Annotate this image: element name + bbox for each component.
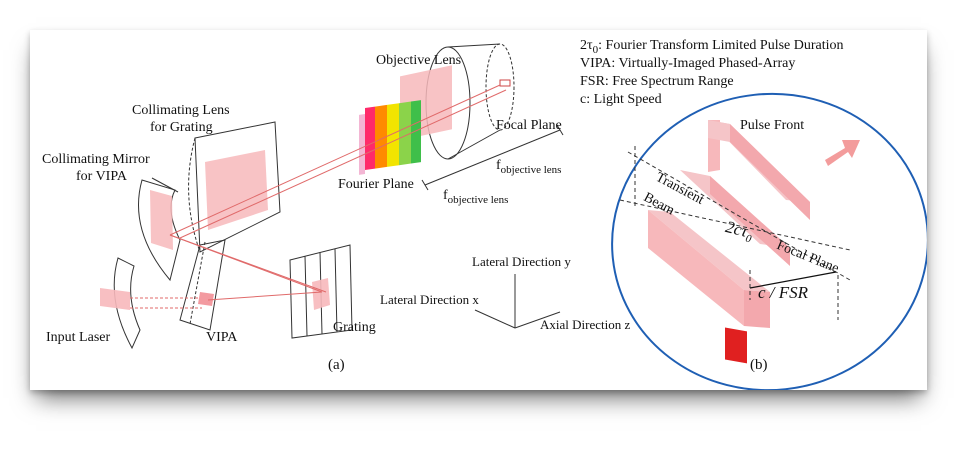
- grating-spot: [312, 278, 330, 310]
- pulse-front-slab: [708, 120, 810, 220]
- grating-label: Grating: [333, 320, 376, 335]
- vipa-plate: [179, 239, 226, 331]
- fourier-plane: [359, 100, 421, 175]
- collimating-lens-label-1: Collimating Lens: [132, 103, 230, 118]
- dimension-lines: [421, 124, 564, 191]
- legend-line-2: VIPA: Virtually-Imaged Phased-Array: [580, 56, 796, 71]
- collimating-mirror-label-2: for VIPA: [76, 169, 127, 184]
- c-over-fsr-label: c / FSR: [758, 283, 809, 302]
- lateral-x-label: Lateral Direction x: [380, 292, 479, 307]
- pulse-front-label: Pulse Front: [740, 118, 805, 133]
- transient-beam-slab: [680, 170, 790, 266]
- objective-lens-label: Objective Lens: [376, 53, 462, 68]
- beam-path: [130, 84, 507, 309]
- fourier-plane-label: Fourier Plane: [338, 177, 414, 192]
- transient-red-block: [725, 327, 747, 364]
- lateral-y-label: Lateral Direction y: [472, 254, 571, 269]
- objective-lens: [425, 43, 515, 160]
- f-objective-lens-label-2: fobjective lens: [443, 188, 509, 206]
- figure-card: Objective Lens Focal Plane Fourier Plane…: [30, 30, 927, 390]
- panel-b-guides: [619, 146, 851, 320]
- input-lens: [113, 257, 141, 350]
- legend-line-3: FSR: Free Spectrum Range: [580, 74, 734, 89]
- collimating-mirror-label-1: Collimating Mirror: [42, 152, 150, 167]
- figure-drawing: [100, 43, 927, 390]
- panel-b-ellipse: [611, 92, 927, 390]
- f-objective-lens-label-1: fobjective lens: [496, 158, 562, 176]
- collimating-lens: [188, 121, 281, 253]
- input-laser-label: Input Laser: [46, 330, 111, 345]
- pulse-front-arrow: [825, 140, 860, 166]
- collimating-lens-plane: [205, 150, 268, 230]
- vipa-label: VIPA: [206, 330, 238, 345]
- vipa-spot: [198, 292, 214, 306]
- c-fsr-dimension: [749, 271, 837, 289]
- axes: [474, 274, 561, 329]
- mirror-plane: [150, 190, 173, 250]
- focal-spot: [499, 79, 511, 87]
- legend-line-1: 2τ0: Fourier Transform Limited Pulse Dur…: [580, 38, 844, 56]
- axial-z-label: Axial Direction z: [540, 317, 631, 332]
- collimating-lens-label-2: for Grating: [150, 120, 213, 135]
- panel-a-caption: (a): [328, 357, 345, 373]
- panel-b-caption: (b): [750, 357, 768, 373]
- focal-plane-label-a: Focal Plane: [496, 118, 562, 133]
- legend-line-4: c: Light Speed: [580, 92, 662, 107]
- input-beam: [100, 288, 130, 310]
